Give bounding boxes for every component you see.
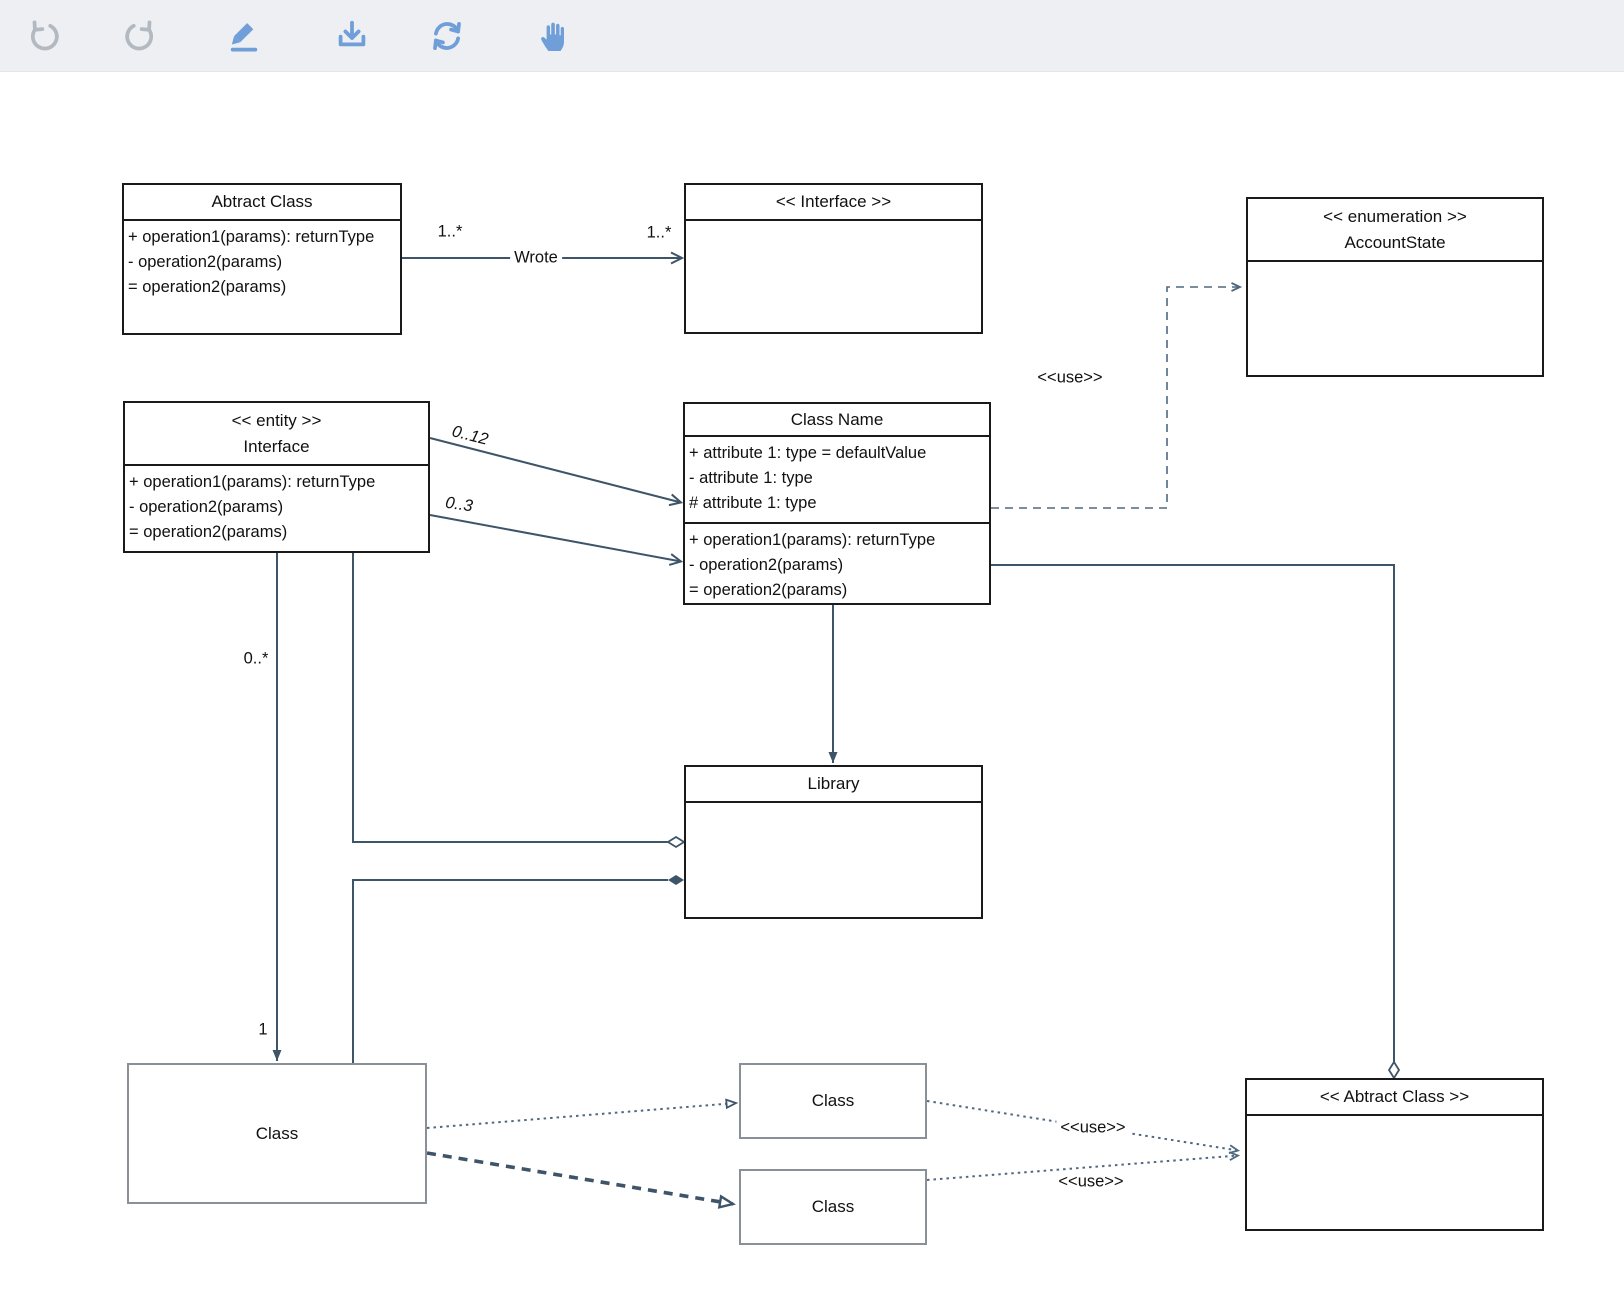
operations-compartment: + operation1(params): returnType - opera… [685,524,989,605]
download-button[interactable] [333,16,371,56]
member-line: = operation2(params) [129,523,288,541]
members-compartment [686,221,981,227]
multiplicity-wrote-source: 1..* [437,222,463,241]
members-compartment [686,803,981,809]
composition-to-library[interactable] [352,875,684,1063]
download-icon [334,18,370,54]
members-compartment: + operation1(params): returnType - opera… [124,221,400,302]
members-compartment [1248,262,1542,268]
title-text: Class [811,1091,855,1110]
member-line: - operation2(params) [129,498,284,516]
attribute-line: # attribute 1: type [689,494,817,512]
pan-button[interactable] [536,16,574,56]
class-title: Library [686,767,981,803]
attributes-compartment: + attribute 1: type = defaultValue - att… [685,437,989,524]
class-box-small-bottom[interactable]: Class [739,1169,927,1245]
multiplicity-1: 1 [258,1020,268,1039]
use-label-upper: <<use>> [1056,1118,1130,1138]
multiplicity-0-3: 0..3 [444,493,474,516]
edge-label-wrote: Wrote [510,248,562,268]
dependency-thick-to-class-bottom[interactable] [426,1151,737,1209]
title-text: Class [255,1123,299,1143]
stereotype-text: << enumeration >> [1323,206,1467,226]
sync-button[interactable] [428,16,466,56]
stereotype-text: << entity >> [231,410,322,430]
class-box-entity-interface[interactable]: << entity >> Interface + operation1(para… [123,401,430,553]
aggregation-to-library[interactable] [352,553,668,842]
association-0-3[interactable] [429,514,684,566]
title-text: Class [811,1197,855,1216]
class-box-big[interactable]: Class [127,1063,427,1204]
title-text: Library [807,774,860,793]
title-text: Abtract Class [211,192,313,211]
attribute-line: + attribute 1: type = defaultValue [689,444,927,462]
class-box-class-name[interactable]: Class Name + attribute 1: type = default… [683,402,991,605]
sync-icon [429,18,465,54]
pan-hand-icon [537,18,573,54]
class-title: << Abtract Class >> [1247,1080,1542,1116]
edit-pencil-icon [226,18,262,54]
undo-button[interactable] [26,16,64,56]
class-title: << Interface >> [686,185,981,221]
member-line: + operation1(params): returnType [129,473,376,491]
class-title: << enumeration >> AccountState [1248,199,1542,262]
use-label-lower: <<use>> [1054,1172,1128,1192]
undo-icon [27,18,63,54]
dependency-dotted-to-class-top[interactable] [426,1103,736,1129]
class-box-abstract-bottom[interactable]: << Abtract Class >> [1245,1078,1544,1231]
aggregation-to-abstract-bottom[interactable] [991,564,1394,1062]
redo-button[interactable] [120,16,158,56]
title-text: Interface [243,436,310,456]
class-title: Class Name [685,404,989,437]
class-title: << entity >> Interface [125,403,428,466]
class-box-enumeration[interactable]: << enumeration >> AccountState [1246,197,1544,377]
use-label-enumeration: <<use>> [1037,368,1103,387]
multiplicity-0-12: 0..12 [450,422,491,449]
edit-button[interactable] [225,16,263,56]
class-box-interface-top[interactable]: << Interface >> [684,183,983,334]
operation-line: = operation2(params) [689,581,848,599]
multiplicity-0-star: 0..* [243,649,269,668]
class-box-abstract-top[interactable]: Abtract Class + operation1(params): retu… [122,183,402,335]
title-text: << Interface >> [775,192,892,211]
member-line: + operation1(params): returnType [128,228,375,246]
use-dependency-to-enumeration[interactable] [991,282,1243,509]
member-line: = operation2(params) [128,278,287,296]
attribute-line: - attribute 1: type [689,469,813,487]
members-compartment: + operation1(params): returnType - opera… [125,466,428,547]
class-box-small-top[interactable]: Class [739,1063,927,1139]
class-box-library[interactable]: Library [684,765,983,919]
member-line: - operation2(params) [128,253,283,271]
multiplicity-wrote-target: 1..* [646,223,672,242]
operation-line: + operation1(params): returnType [689,531,936,549]
title-text: << Abtract Class >> [1319,1087,1470,1106]
association-0-12[interactable] [429,437,684,507]
members-compartment [1247,1116,1542,1122]
title-text: Class Name [790,409,884,429]
redo-icon [121,18,157,54]
toolbar [0,0,1624,72]
title-text: AccountState [1344,232,1446,252]
operation-line: - operation2(params) [689,556,844,574]
class-title: Abtract Class [124,185,400,221]
